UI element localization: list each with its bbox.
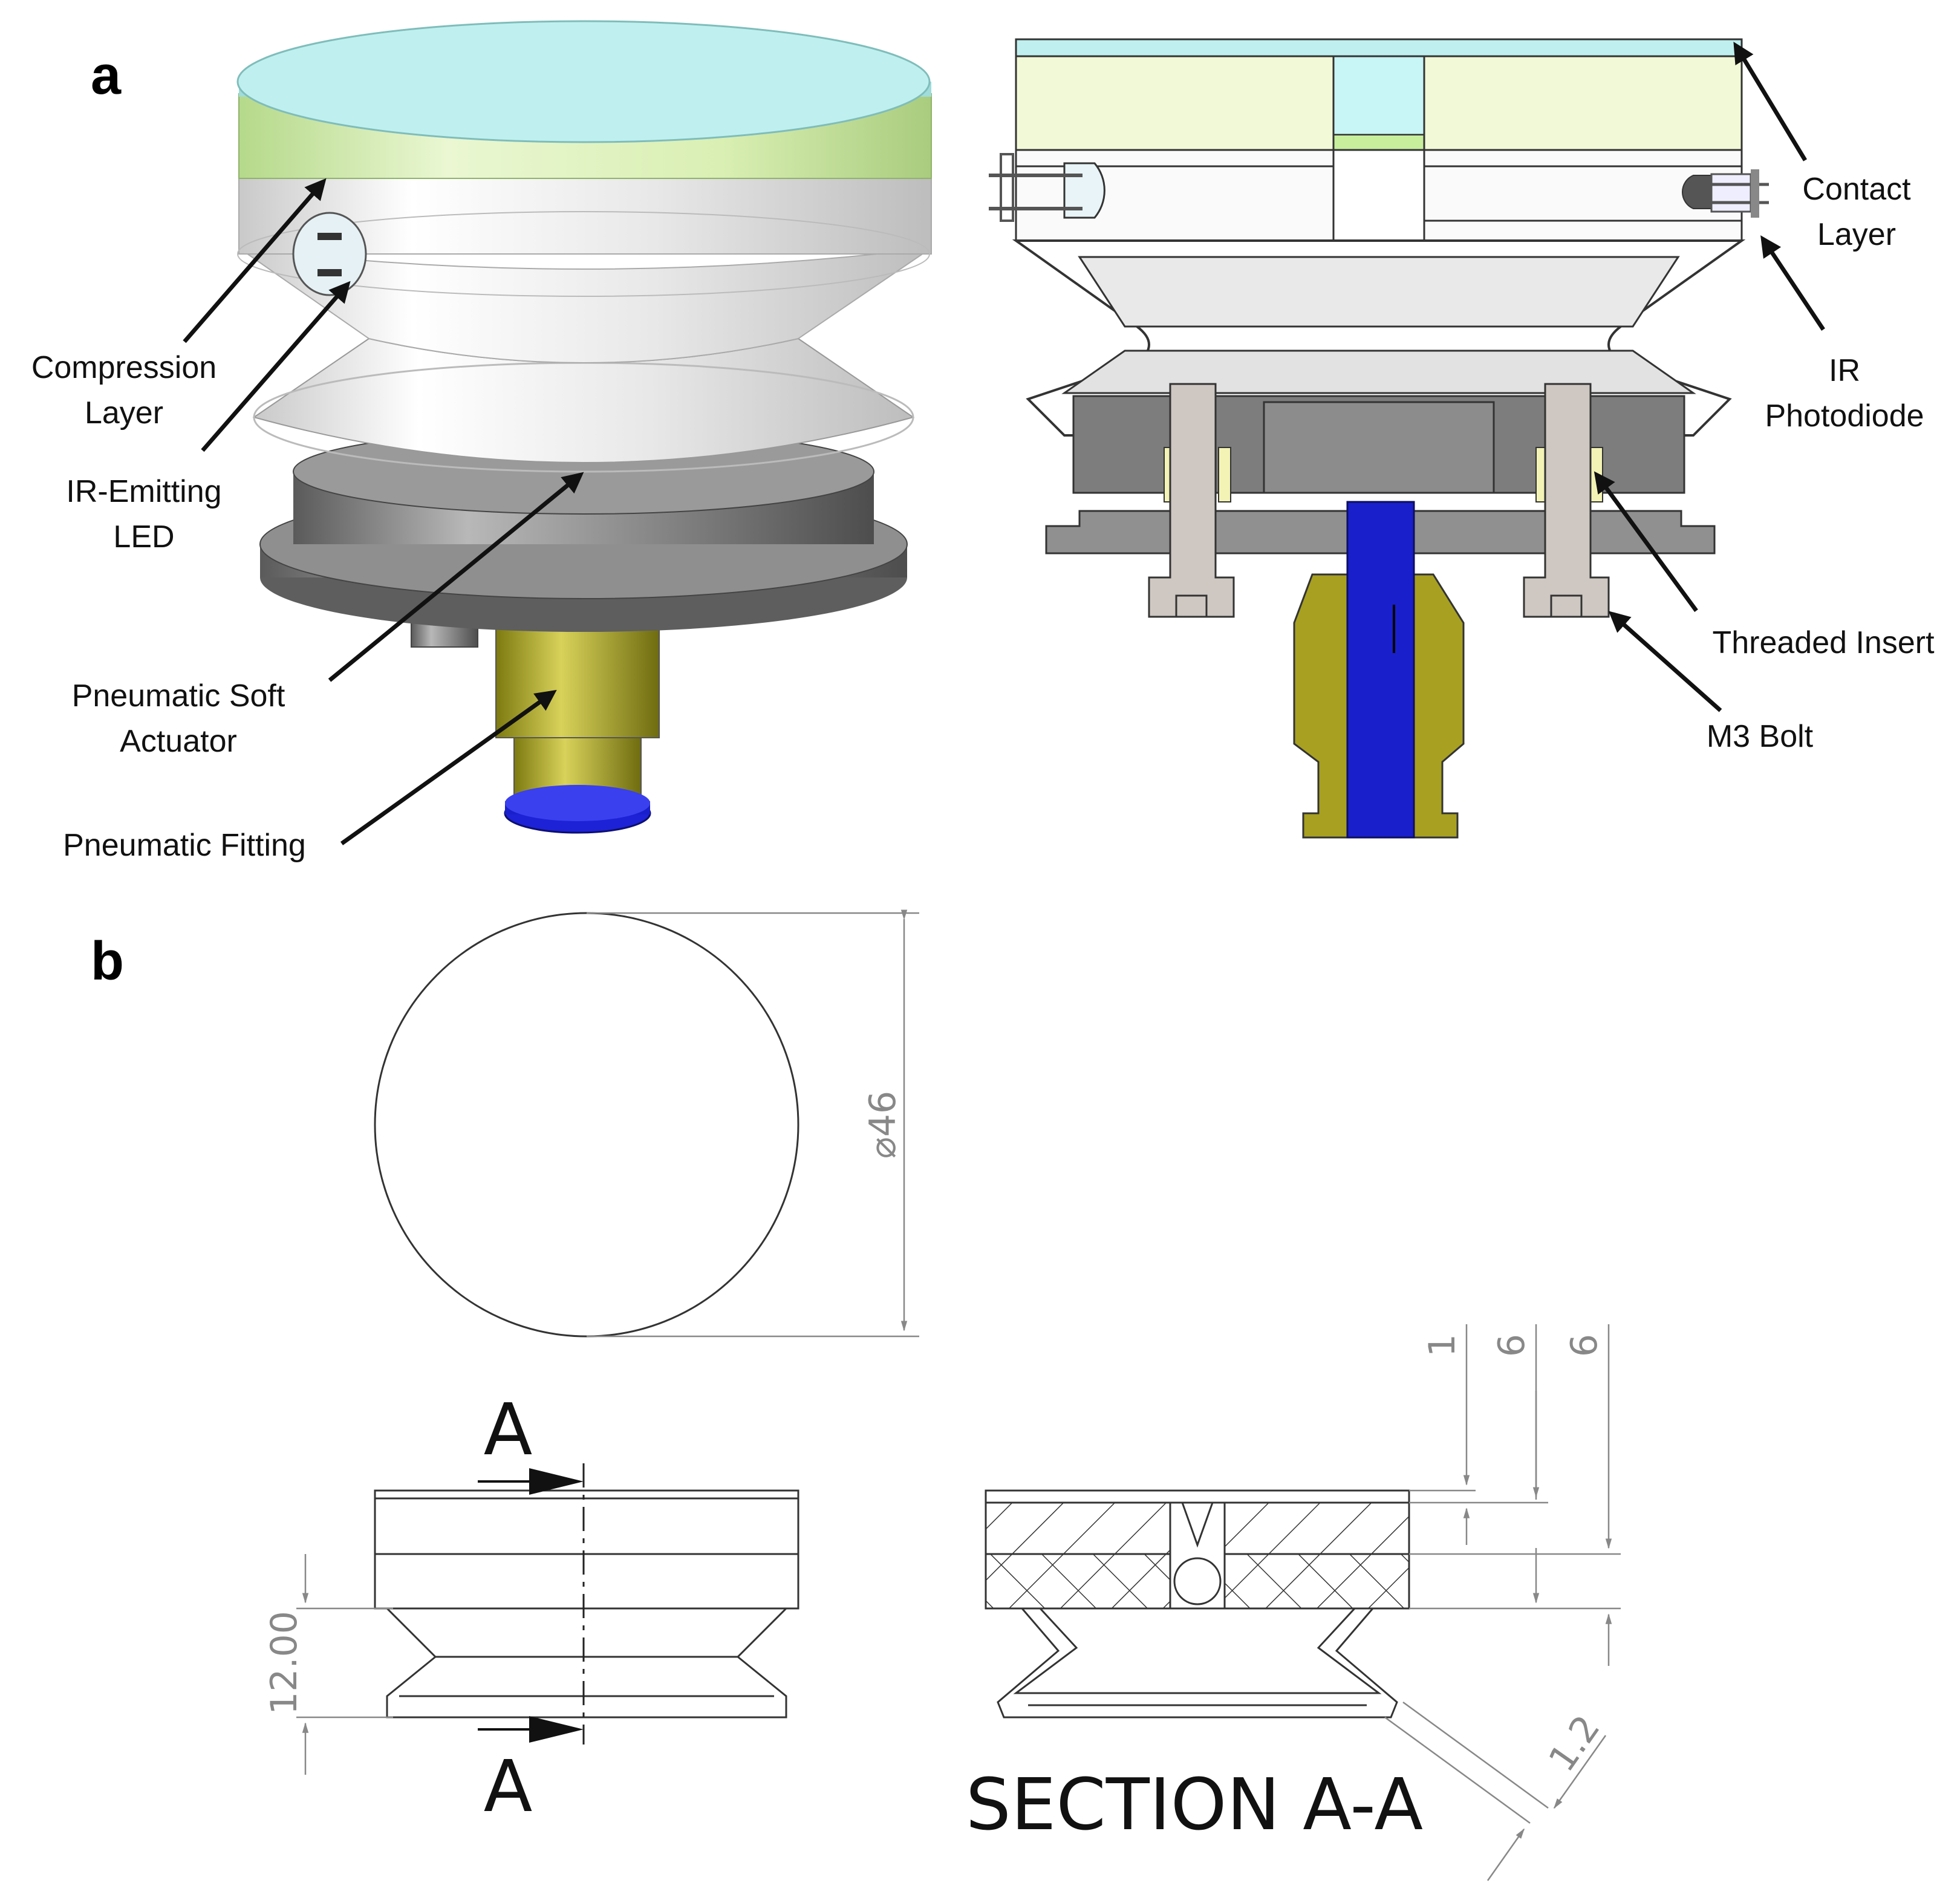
label-photodiode-2: Photodiode bbox=[1765, 398, 1924, 434]
arrow-contact bbox=[1733, 42, 1807, 161]
top-view-circle bbox=[374, 912, 799, 1338]
label-contact-1: Contact bbox=[1802, 172, 1911, 207]
ir-photodiode-section bbox=[1681, 169, 1769, 218]
label-bolt: M3 Bolt bbox=[1707, 719, 1814, 754]
label-led-2: LED bbox=[113, 519, 174, 554]
section-view: 1 6 6 1.2 SECTION A-A bbox=[966, 1324, 1621, 1881]
compression-layer-section-left bbox=[1015, 55, 1335, 151]
m3-bolts-section bbox=[1148, 383, 1610, 618]
label-compression-2: Layer bbox=[85, 395, 163, 431]
panel-label-b: b bbox=[91, 931, 124, 992]
dim-mid: 6 bbox=[1491, 1334, 1533, 1357]
label-insert: Threaded Insert bbox=[1712, 625, 1935, 660]
section-mark-top: A bbox=[484, 1388, 533, 1471]
soft-actuator-3d bbox=[238, 247, 932, 473]
arrow-compression bbox=[183, 178, 327, 343]
dim-diameter: ⌀46 bbox=[862, 1091, 904, 1159]
arrow-led bbox=[201, 281, 351, 452]
arrow-actuator bbox=[328, 472, 584, 682]
label-compression-1: Compression bbox=[31, 350, 217, 385]
pneumatic-fitting-section bbox=[1293, 501, 1465, 839]
labels-3d: Compression Layer IR-Emitting LED Pneuma… bbox=[31, 350, 306, 863]
callout-arrows-3d bbox=[183, 178, 584, 845]
contact-layer-section bbox=[1015, 38, 1743, 57]
dim-top: 1 bbox=[1421, 1334, 1463, 1357]
label-fitting: Pneumatic Fitting bbox=[63, 828, 306, 863]
dim-height: 12.00 bbox=[263, 1611, 305, 1715]
arrow-insert bbox=[1594, 471, 1698, 613]
sensor-cross-section bbox=[989, 38, 1769, 839]
dim-right: 6 bbox=[1563, 1334, 1606, 1357]
pneumatic-fitting-3d bbox=[495, 616, 660, 834]
section-title: SECTION A-A bbox=[966, 1763, 1423, 1846]
arrow-photodiode bbox=[1760, 235, 1825, 331]
arrow-fitting bbox=[340, 689, 557, 845]
panel-label-a: a bbox=[91, 45, 122, 106]
labels-section: Contact Layer IR Photodiode Threaded Ins… bbox=[1707, 172, 1935, 754]
label-actuator-2: Actuator bbox=[120, 724, 237, 759]
callout-arrows-section bbox=[1594, 42, 1825, 712]
side-view: A A 12.00 bbox=[263, 1388, 799, 1828]
label-led-1: IR-Emitting bbox=[66, 474, 221, 509]
contact-layer-3d bbox=[236, 20, 931, 143]
label-contact-2: Layer bbox=[1817, 217, 1896, 252]
ir-led-3d bbox=[292, 212, 367, 296]
top-view: ⌀46 bbox=[374, 909, 919, 1338]
sensor-3d-render bbox=[236, 20, 932, 834]
label-actuator-1: Pneumatic Soft bbox=[72, 678, 285, 714]
ir-led-section bbox=[989, 153, 1105, 222]
label-photodiode-1: IR bbox=[1829, 353, 1860, 388]
arrow-bolt bbox=[1608, 611, 1722, 712]
compression-layer-section-right bbox=[1423, 55, 1743, 151]
dim-wall: 1.2 bbox=[1541, 1708, 1609, 1779]
section-mark-bottom: A bbox=[484, 1745, 533, 1828]
